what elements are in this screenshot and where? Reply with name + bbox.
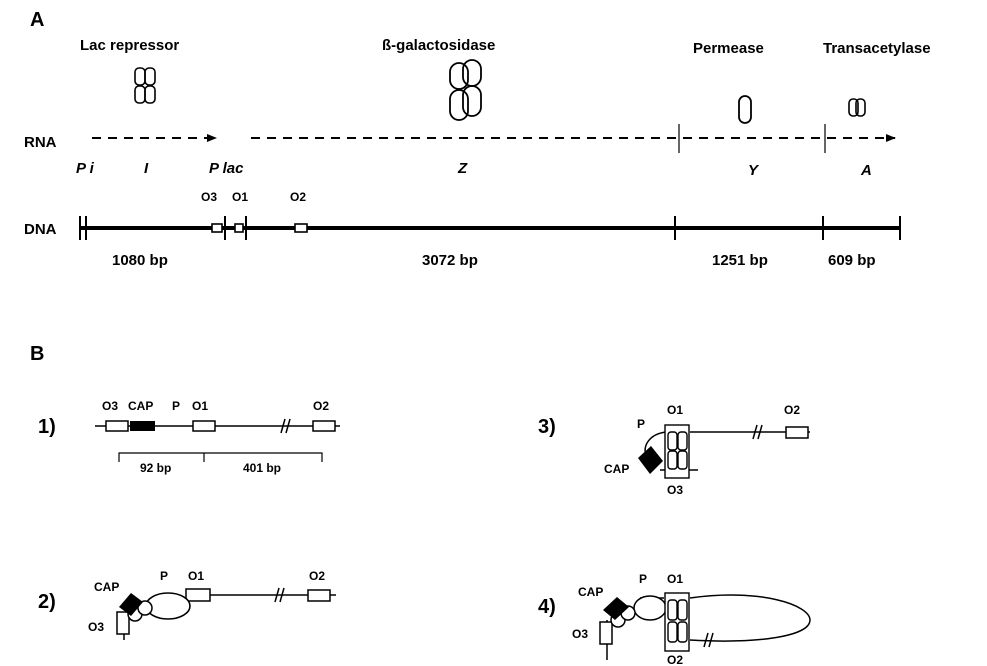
step3-o2-box (786, 427, 808, 438)
gene-pi: P i (76, 160, 95, 177)
protein-permease: Permease (693, 40, 764, 57)
step1-p-label: P (172, 399, 180, 413)
step2-rna-polymerase (146, 593, 190, 619)
step4-o3-label: O3 (572, 627, 588, 641)
rna-transcripts (92, 124, 895, 153)
panel-b-label: B (30, 343, 44, 365)
step2-o2-label: O2 (309, 569, 325, 583)
length-y: 1251 bp (712, 252, 768, 269)
panel-a-label: A (30, 9, 44, 31)
protein-b-galactosidase: ß-galactosidase (382, 37, 495, 54)
step1-o3-label: O3 (102, 399, 118, 413)
step1-distance-401: 401 bp (243, 461, 281, 475)
gene-y: Y (748, 162, 760, 179)
rna-label: RNA (24, 134, 57, 151)
step2-o2-box (308, 590, 330, 601)
step3-p-label: P (637, 417, 645, 431)
step4-o2-label: O2 (667, 653, 683, 666)
step1-cap-label: CAP (128, 399, 153, 413)
permease-shape (739, 96, 751, 123)
panel-a: A Lac repressor ß-galactosidase Permease… (24, 9, 931, 269)
b-galactosidase-shape (450, 60, 481, 120)
step3-repressor-tetramer (665, 425, 689, 478)
step4-o3-box (600, 622, 612, 644)
step-3-label: 3) (538, 416, 556, 438)
step3-o1-label: O1 (667, 403, 683, 417)
lac-repressor-shape (135, 68, 155, 103)
step-1-label: 1) (38, 416, 56, 438)
step1-o2-label: O2 (313, 399, 329, 413)
transacetylase-shape (849, 99, 865, 116)
step4-repressor-tetramer (665, 593, 689, 651)
length-z: 3072 bp (422, 252, 478, 269)
step4-p-label: P (639, 572, 647, 586)
step2-cap-label: CAP (94, 580, 119, 594)
dna-label: DNA (24, 221, 57, 238)
operator-o1-label: O1 (232, 190, 248, 204)
operator-o3-label: O3 (201, 190, 217, 204)
step-1: 1) O3 CAP P O1 O2 92 bp 401 bp (38, 399, 340, 475)
step3-o2-label: O2 (784, 403, 800, 417)
protein-transacetylase: Transacetylase (823, 40, 931, 57)
step-2-label: 2) (38, 591, 56, 613)
step2-o1-box (186, 589, 210, 601)
length-a: 609 bp (828, 252, 876, 269)
step2-o3-label: O3 (88, 620, 104, 634)
step1-cap-box (130, 421, 155, 431)
gene-z: Z (457, 160, 468, 177)
gene-i: I (144, 160, 149, 177)
length-i: 1080 bp (112, 252, 168, 269)
o3-box (212, 224, 222, 232)
step4-rna-polymerase (634, 596, 666, 620)
step-2: 2) CAP P O1 O2 O3 (38, 569, 336, 640)
step1-o1-label: O1 (192, 399, 208, 413)
step2-o1-label: O1 (188, 569, 204, 583)
step1-distance-92: 92 bp (140, 461, 171, 475)
protein-lac-repressor: Lac repressor (80, 37, 179, 54)
step1-o3-box (106, 421, 128, 431)
gene-plac: P lac (209, 160, 244, 177)
operator-o2-label: O2 (290, 190, 306, 204)
step2-o3-box (117, 612, 129, 634)
step4-o1-label: O1 (667, 572, 683, 586)
dna-line (80, 216, 900, 240)
o1-box (235, 224, 243, 232)
step3-o3-label: O3 (667, 483, 683, 497)
step3-cap-label: CAP (604, 462, 629, 476)
step-4: 4) CAP P O1 O3 O2 (538, 572, 810, 666)
step3-cap-block (638, 446, 663, 474)
step-4-label: 4) (538, 596, 556, 618)
step1-o2-box (313, 421, 335, 431)
gene-a: A (860, 162, 872, 179)
step2-p-label: P (160, 569, 168, 583)
o2-box (295, 224, 307, 232)
step1-o1-box (193, 421, 215, 431)
step4-cap-label: CAP (578, 585, 603, 599)
step-3: 3) O1 O2 P CAP O3 (538, 403, 810, 497)
panel-b: B 1) O3 CAP P O1 O2 92 bp 401 bp (30, 343, 810, 666)
